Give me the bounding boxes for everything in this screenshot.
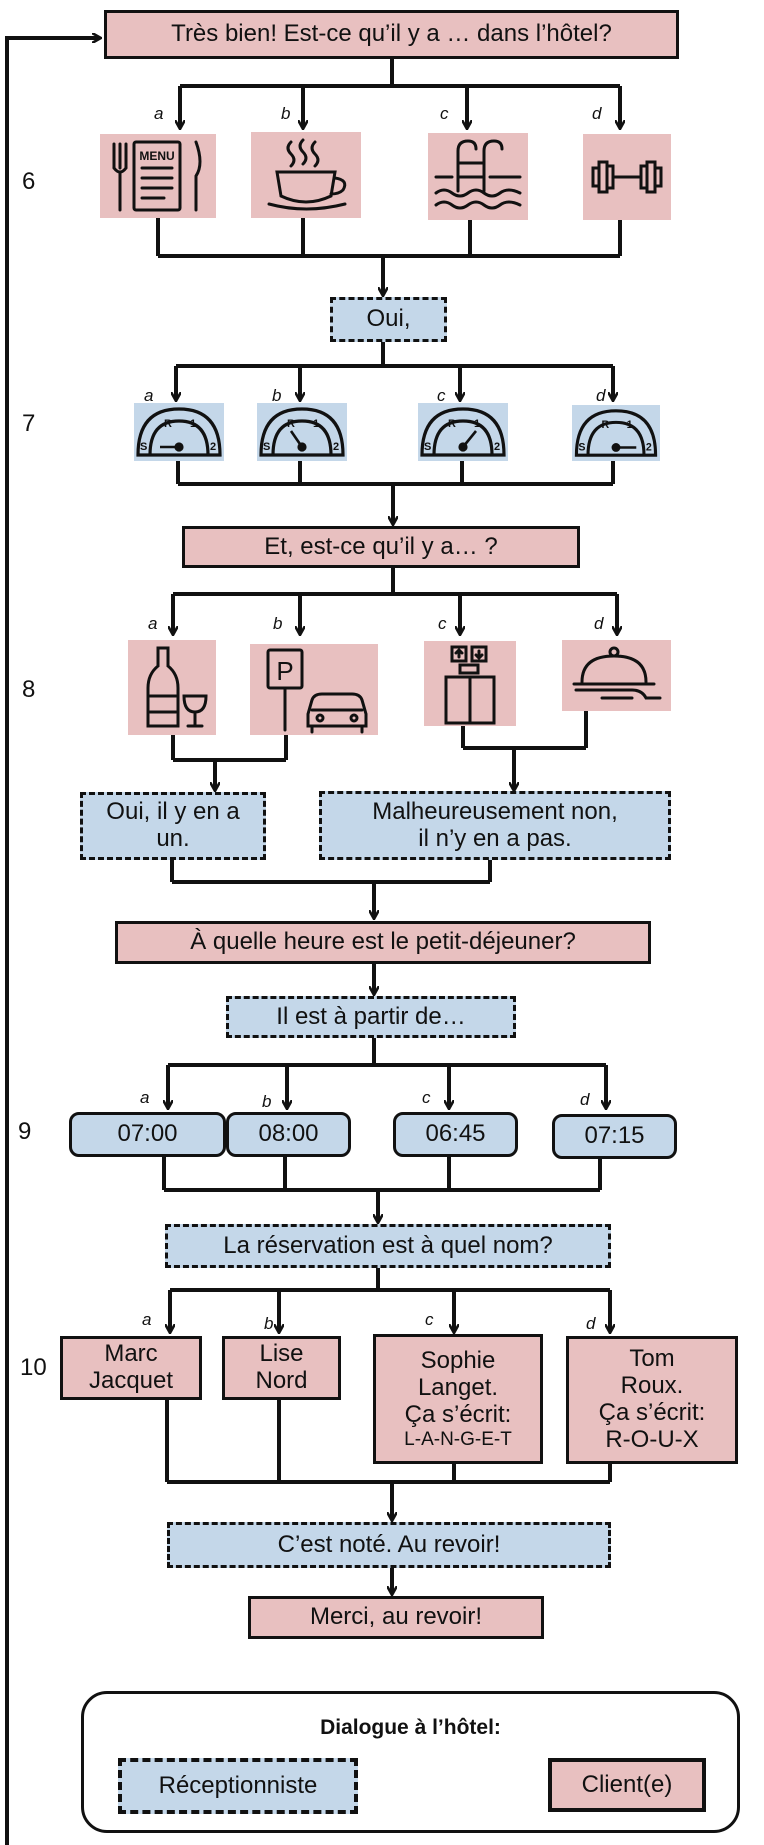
option-label-d: d: [596, 386, 606, 405]
svg-text:2: 2: [333, 441, 339, 453]
answer-from-time: Il est à partir de…: [226, 996, 516, 1038]
time-option-d: 07:15: [552, 1114, 677, 1159]
name-c-first: Sophie: [420, 1347, 496, 1375]
option-label-c: c: [440, 104, 449, 123]
option-label-a: a: [144, 386, 154, 405]
name-b-last: Nord: [255, 1367, 308, 1394]
time-option-b: 08:00: [226, 1112, 351, 1157]
option-label-c: c: [437, 386, 446, 405]
option-label-d: d: [594, 614, 604, 633]
step-number-6: 6: [22, 168, 36, 195]
name-a-first: Marc: [104, 1340, 158, 1368]
option-label-b: b: [273, 614, 283, 633]
legend-receptionist: Réceptionniste: [118, 1758, 358, 1814]
option-label-b: b: [264, 1314, 274, 1333]
svg-text:S: S: [263, 441, 270, 453]
svg-text:R: R: [602, 419, 610, 431]
answer-no-line2: il n’y en a pas.: [418, 824, 572, 852]
bar-wine-icon: [128, 640, 216, 735]
option-label-a: a: [140, 1088, 150, 1107]
name-option-d: Tom Roux. Ça s’écrit: R-O-U-X: [566, 1336, 738, 1464]
loop-arrow: [5, 38, 100, 1845]
closing-receptionist: C’est noté. Au revoir!: [167, 1522, 611, 1568]
time-option-c: 06:45: [393, 1112, 518, 1157]
name-d-first: Tom: [629, 1345, 675, 1373]
swimming-pool-icon: [428, 133, 528, 220]
legend-client: Client(e): [548, 1758, 706, 1812]
name-c-spelling: L-A-N-G-E-T: [404, 1428, 512, 1450]
svg-text:2: 2: [646, 441, 652, 453]
question-breakfast-time: À quelle heure est le petit-déjeuner?: [115, 921, 651, 964]
parking-icon: P: [250, 644, 378, 735]
option-label-a: a: [142, 1310, 152, 1329]
svg-text:P: P: [276, 656, 293, 686]
answer-oui: Oui,: [330, 297, 447, 342]
svg-text:S: S: [578, 441, 585, 453]
option-label-b: b: [281, 104, 291, 123]
closing-client: Merci, au revoir!: [248, 1596, 544, 1639]
menu-word: MENU: [139, 149, 174, 163]
svg-text:S: S: [140, 441, 147, 453]
option-label-d: d: [580, 1090, 590, 1109]
name-d-spelling-prompt: Ça s’écrit:: [598, 1399, 706, 1426]
name-option-a: Marc Jacquet: [60, 1336, 202, 1400]
dumbbell-gym-icon: [583, 134, 671, 220]
option-label-c: c: [438, 614, 447, 633]
name-c-spelling-prompt: Ça s’écrit:: [404, 1400, 512, 1428]
svg-text:1: 1: [474, 418, 480, 430]
option-label-a: a: [148, 614, 158, 633]
option-label-c: c: [422, 1088, 431, 1107]
answer-unfortunately-no: Malheureusement non, il n’y en a pas.: [319, 791, 671, 860]
lift-elevator-icon: [424, 641, 516, 726]
svg-text:2: 2: [494, 441, 500, 453]
restaurant-menu-icon: MENU: [100, 134, 216, 218]
legend: Dialogue à l’hôtel: Réceptionniste Clien…: [81, 1691, 740, 1833]
svg-text:S: S: [424, 441, 431, 453]
option-label-d: d: [592, 104, 602, 123]
svg-text:1: 1: [627, 419, 633, 431]
step-number-10: 10: [20, 1354, 47, 1381]
svg-text:1: 1: [313, 418, 319, 430]
option-label-c: c: [425, 1310, 434, 1329]
name-option-b: Lise Nord: [222, 1336, 341, 1400]
svg-text:2: 2: [210, 441, 216, 453]
stars-rating-dial-r-icon: S R 1 2: [257, 403, 347, 461]
coffee-cup-icon: [251, 132, 361, 218]
svg-text:R: R: [448, 418, 456, 430]
answer-no-line1: Malheureusement non,: [372, 797, 618, 825]
stars-rating-dial-s-icon: S R 1 2: [134, 403, 224, 461]
svg-text:R: R: [164, 418, 172, 430]
step-number-7: 7: [22, 410, 36, 437]
question-reservation-name: La réservation est à quel nom?: [165, 1224, 611, 1268]
option-label-a: a: [154, 104, 164, 123]
step-number-8: 8: [22, 676, 36, 703]
svg-text:1: 1: [190, 418, 196, 430]
answer-yes-there-is-one: Oui, il y en a un.: [80, 792, 266, 860]
name-c-last: Langet.: [417, 1373, 499, 1401]
name-d-spelling: R-O-U-X: [605, 1425, 699, 1453]
name-option-c: Sophie Langet. Ça s’écrit: L-A-N-G-E-T: [373, 1334, 543, 1464]
option-label-b: b: [272, 386, 282, 405]
svg-text:R: R: [287, 418, 295, 430]
question-amenities: Très bien! Est-ce qu’il y a … dans l’hôt…: [104, 10, 679, 59]
room-service-icon: [562, 640, 671, 711]
stars-rating-dial-1-icon: S R 1 2: [418, 403, 508, 461]
name-d-last: Roux.: [620, 1372, 684, 1400]
stars-rating-dial-2-icon: S R 1 2: [572, 405, 660, 461]
name-b-first: Lise: [259, 1340, 304, 1368]
option-label-d: d: [586, 1314, 596, 1333]
time-option-a: 07:00: [69, 1112, 226, 1157]
question-other-facilities: Et, est-ce qu’il y a… ?: [182, 526, 580, 568]
step-number-9: 9: [18, 1118, 32, 1145]
name-a-last: Jacquet: [88, 1367, 174, 1394]
legend-title: Dialogue à l’hôtel:: [320, 1716, 501, 1739]
option-label-b: b: [262, 1092, 272, 1111]
